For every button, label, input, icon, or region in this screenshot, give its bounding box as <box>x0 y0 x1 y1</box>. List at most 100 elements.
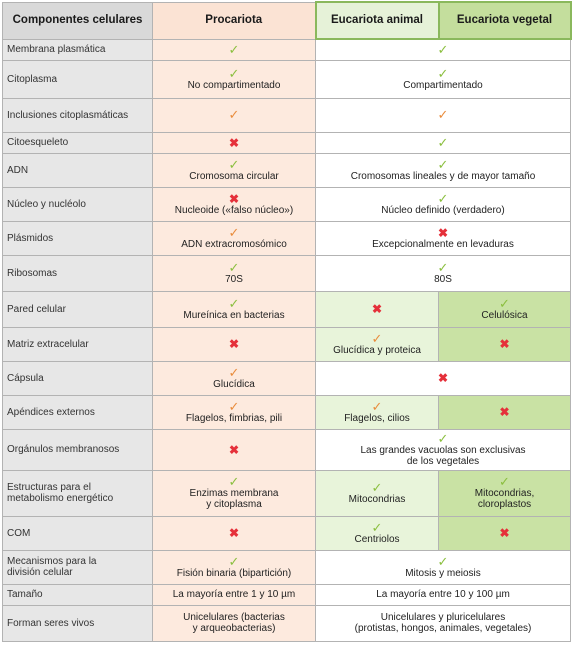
check-orange-icon: ✓ <box>228 107 240 122</box>
row-label: COM <box>2 515 153 551</box>
cell-eucariota-vegetal: ✖ <box>438 394 571 430</box>
cell-eucariota: ✓ <box>315 131 571 154</box>
check-green-icon: ✓ <box>228 259 240 275</box>
row-label: Citoesqueleto <box>2 131 153 154</box>
cell-eucariota-vegetal: ✓Mitocondrias,cloroplastos <box>438 469 571 517</box>
cell-text: Excepcionalmente en levaduras <box>372 238 514 250</box>
cell-text: y citoplasma <box>206 499 262 510</box>
table-row: Apéndices externos✓Flagelos, fimbrias, p… <box>2 394 571 430</box>
header-row: Componentes celulares Procariota Eucario… <box>2 1 572 40</box>
row-label-text: Citoplasma <box>7 73 58 85</box>
row-label: Núcleo y nucléolo <box>2 186 153 222</box>
row-label-text: Forman seres vivos <box>7 617 95 629</box>
row-label-text: Membrana plasmática <box>7 44 106 55</box>
header-eucariota-vegetal: Eucariota vegetal <box>437 1 572 40</box>
cell-eucariota: ✓Compartimentado <box>315 59 571 99</box>
cell-procariota: ✖ <box>152 131 316 154</box>
cell-eucariota: ✓ <box>315 97 571 133</box>
cell-eucariota: La mayoría entre 10 y 100 µm <box>315 583 571 606</box>
table-row: Forman seres vivos Unicelulares (bacteria… <box>2 604 571 642</box>
cell-text: No compartimentado <box>187 79 281 91</box>
cross-icon: ✖ <box>228 526 240 540</box>
header-eucariota-animal: Eucariota animal <box>314 1 440 40</box>
cell-text: Fisión binaria (bipartición) <box>176 567 292 579</box>
cell-text: Las grandes vacuolas son exclusivas <box>360 444 526 456</box>
check-green-icon: ✓ <box>228 474 240 489</box>
cell-text: Enzimas membrana <box>189 488 279 499</box>
row-label: Apéndices externos <box>2 394 153 430</box>
header-componentes: Componentes celulares <box>2 1 153 40</box>
row-label-text: COM <box>7 527 31 539</box>
cell-procariota: ✖ <box>152 515 316 551</box>
cell-procariota: ✓Fisión binaria (bipartición) <box>152 549 316 585</box>
cell-text: La mayoría entre 10 y 100 µm <box>376 589 510 600</box>
cell-procariota: ✓ADN extracromosómico <box>152 220 316 256</box>
table-row: Plásmidos✓ADN extracromosómico✖Excepcion… <box>2 220 571 256</box>
row-label: Matriz extracelular <box>2 326 153 362</box>
table-row: Tamaño La mayoría entre 1 y 10 µm La mayor… <box>2 583 571 606</box>
row-label-text: Ribosomas <box>7 267 58 279</box>
row-label-text: Citoesqueleto <box>7 137 69 148</box>
cell-text: Flagelos, fimbrias, pili <box>185 412 283 424</box>
check-green-icon: ✓ <box>228 295 240 311</box>
cross-icon: ✖ <box>499 337 510 351</box>
row-label-text: metabolismo energético <box>7 493 114 504</box>
cell-eucariota: ✖Excepcionalmente en levaduras <box>315 220 571 256</box>
cell-text: 80S <box>434 273 452 285</box>
check-green-icon: ✓ <box>228 65 240 81</box>
cell-text: y arqueobacterias) <box>192 623 276 634</box>
check-green-icon: ✓ <box>228 553 240 569</box>
cell-procariota: La mayoría entre 1 y 10 µm <box>152 583 316 606</box>
check-orange-icon: ✓ <box>228 224 240 240</box>
cell-text: Mureínica en bacterias <box>183 309 285 321</box>
cell-comparison-table: Componentes celulares Procariota Eucario… <box>2 1 572 642</box>
cell-eucariota-animal: ✓Mitocondrias <box>315 469 439 517</box>
check-green-icon: ✓ <box>437 41 449 57</box>
cross-icon: ✖ <box>437 371 449 385</box>
check-green-icon: ✓ <box>437 156 449 172</box>
cell-eucariota-animal: ✓Centriolos <box>315 515 439 551</box>
table-row: Citoesqueleto ✖✓ <box>2 131 571 154</box>
check-green-icon: ✓ <box>228 156 240 172</box>
cross-icon: ✖ <box>437 225 449 240</box>
table-row: Membrana plasmática ✓ ✓ <box>2 38 571 61</box>
cell-procariota: ✓Mureínica en bacterias <box>152 290 316 328</box>
check-green-icon: ✓ <box>437 430 449 446</box>
cell-eucariota: Unicelulares y pluricelulares(protistas,… <box>315 604 571 642</box>
cell-text: Núcleo definido (verdadero) <box>381 204 505 216</box>
row-label-text: Inclusiones citoplasmáticas <box>7 109 129 121</box>
cell-text: Compartimentado <box>403 79 483 91</box>
cross-icon: ✖ <box>228 442 240 457</box>
cell-text: Glucídica y proteica <box>333 344 421 356</box>
header-procariota: Procariota <box>152 1 316 40</box>
cell-text: Cromosoma circular <box>189 170 279 182</box>
cell-text: Celulósica <box>481 309 528 321</box>
check-orange-icon: ✓ <box>437 107 449 122</box>
cell-text: Mitocondrias, <box>474 488 535 499</box>
cell-eucariota: ✓Núcleo definido (verdadero) <box>315 186 571 222</box>
row-label-text: Tamaño <box>7 589 43 600</box>
table-row: Cápsula✓Glucídica✖ <box>2 360 571 396</box>
table-row: Matriz extracelular✖✓Glucídica y proteic… <box>2 326 571 362</box>
check-green-icon: ✓ <box>228 41 240 57</box>
cell-procariota: ✖ <box>152 326 316 362</box>
table-row: ADN✓Cromosoma circular✓Cromosomas lineal… <box>2 152 571 188</box>
check-green-icon: ✓ <box>437 259 449 275</box>
table-row: COM✖✓Centriolos✖ <box>2 515 571 551</box>
cell-text: de los vegetales <box>406 455 480 467</box>
cell-procariota: ✓Glucídica <box>152 360 316 396</box>
table-row: Inclusiones citoplasmáticas ✓ ✓ <box>2 97 571 133</box>
row-label-text: Orgánulos membranosos <box>7 444 120 455</box>
row-label: Citoplasma <box>2 59 153 99</box>
cell-text: ADN extracromosómico <box>181 238 287 250</box>
cross-icon: ✖ <box>499 405 510 419</box>
table-row: Orgánulos membranosos ✖ ✓Las grandes vacuo… <box>2 428 571 471</box>
cell-eucariota: ✓ <box>315 38 571 61</box>
row-label-text: Matriz extracelular <box>7 338 89 350</box>
cell-eucariota-vegetal: ✓Celulósica <box>438 290 571 328</box>
row-label: Inclusiones citoplasmáticas <box>2 97 153 133</box>
table-body: Membrana plasmática✓✓Citoplasma✓No compa… <box>2 38 571 642</box>
cell-text: Unicelulares y pluricelulares <box>380 612 506 623</box>
